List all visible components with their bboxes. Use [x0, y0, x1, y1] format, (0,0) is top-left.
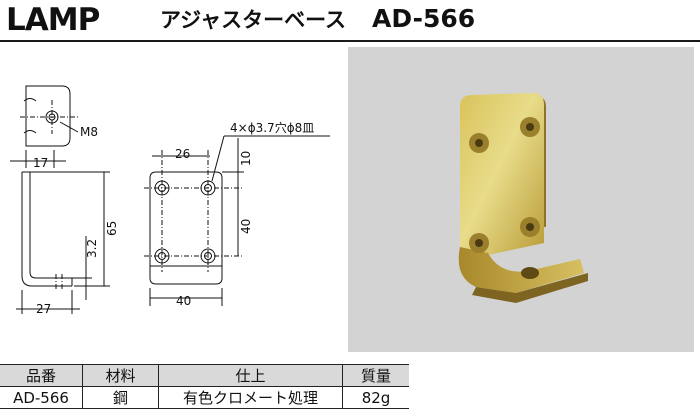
- dim-40-horizontal: 40: [176, 294, 191, 308]
- header-material: 材料: [82, 364, 159, 387]
- dim-10: 10: [239, 151, 253, 166]
- product-photo: [348, 47, 694, 352]
- cell-weight: 82g: [342, 386, 409, 409]
- cell-part-number: AD-566: [0, 386, 83, 409]
- dim-17: 17: [33, 156, 48, 170]
- product-name: アジャスターベース: [160, 8, 347, 32]
- spec-table-header-row: 品番 材料 仕上 質量: [0, 364, 409, 387]
- technical-drawing: M8 17 27 65 3.2 26 10 40 40 4×ϕ3.7穴ϕ8皿: [10, 85, 330, 314]
- dim-26: 26: [175, 147, 190, 161]
- cell-finish: 有色クロメート処理: [158, 386, 343, 409]
- dim-27: 27: [36, 302, 51, 314]
- header-finish: 仕上: [158, 364, 343, 387]
- spec-table: 品番 材料 仕上 質量 AD-566 鋼 有色クロメート処理 82g: [0, 364, 409, 409]
- dim-3-2: 3.2: [85, 239, 99, 258]
- thread-label: M8: [80, 125, 98, 139]
- model-number: AD-566: [372, 4, 476, 33]
- header-weight: 質量: [342, 364, 409, 387]
- top-view-outline: [25, 85, 71, 147]
- header-rule: [0, 40, 700, 42]
- dim-40-vertical: 40: [239, 219, 253, 234]
- header-part-number: 品番: [0, 364, 83, 387]
- bracket-photo-icon: [458, 93, 588, 303]
- dim-65: 65: [105, 221, 119, 236]
- header: LAMP アジャスターベース AD-566: [0, 0, 700, 40]
- hole-spec-label: 4×ϕ3.7穴ϕ8皿: [230, 120, 314, 135]
- spec-table-row: AD-566 鋼 有色クロメート処理 82g: [0, 386, 409, 409]
- brand-logo: LAMP: [6, 2, 100, 38]
- cell-material: 鋼: [82, 386, 159, 409]
